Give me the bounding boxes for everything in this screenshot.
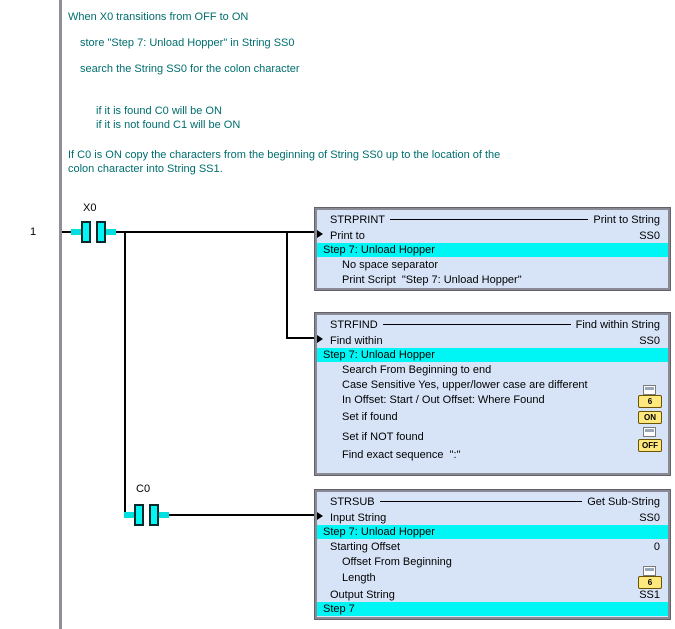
comment-line: If C0 is ON copy the characters from the…: [68, 149, 501, 161]
option-text: Set if NOT found: [342, 431, 424, 443]
strprint-instruction[interactable]: STRPRINT Print to String Print to SS0 St…: [314, 207, 671, 291]
wire-segment: [124, 514, 315, 516]
offset-value-bubble: 6: [638, 395, 662, 408]
wire-stub: [106, 229, 116, 235]
contact-bar: [81, 221, 91, 243]
value-bubble-icon: [643, 566, 656, 576]
c0-contact[interactable]: [124, 501, 169, 527]
wire-segment: [286, 231, 288, 339]
option-text: Length: [342, 572, 376, 584]
wire-stub: [71, 229, 81, 235]
wire-stub: [124, 512, 134, 518]
option-text: Set if found: [342, 411, 398, 423]
value-bubble-icon: [643, 385, 656, 395]
comment-line: When X0 transitions from OFF to ON: [68, 11, 249, 23]
string-preview-highlight: Step 7: Unload Hopper: [317, 243, 668, 257]
title-divider: [382, 324, 571, 325]
contact-gap: [91, 228, 96, 236]
c0-contact-label: C0: [136, 483, 151, 495]
strsub-instruction[interactable]: STRSUB Get Sub-String Input String SS0 S…: [314, 489, 671, 620]
instruction-name: STRPRINT: [330, 213, 385, 226]
rung-entry-arrow: [317, 230, 323, 238]
option-text: Find exact sequence ":": [342, 448, 461, 461]
comment-line: if it is not found C1 will be ON: [96, 119, 241, 131]
wire-segment: [124, 231, 126, 516]
string-preview-highlight: Step 7: Unload Hopper: [317, 525, 668, 539]
instruction-description: Get Sub-String: [587, 495, 660, 508]
param-value: SS0: [639, 511, 660, 524]
instruction-name: STRFIND: [330, 318, 378, 331]
contact-gap: [144, 511, 149, 519]
string-preview-highlight: Step 7: Unload Hopper: [317, 348, 668, 362]
title-divider: [390, 219, 589, 220]
wire-segment: [62, 231, 315, 233]
contact-bar: [149, 504, 159, 526]
value-bubble-icon: [643, 427, 656, 437]
param-label: Output String: [330, 588, 395, 601]
param-value: SS1: [639, 588, 660, 601]
status-bubble-on: ON: [638, 411, 662, 424]
contact-bar: [134, 504, 144, 526]
param-value: SS0: [639, 334, 660, 347]
length-value-bubble: 6: [638, 576, 662, 589]
param-value: SS0: [639, 229, 660, 242]
wire-stub: [159, 512, 169, 518]
option-text: In Offset: Start / Out Offset: Where Fou…: [342, 393, 545, 406]
param-label: Input String: [330, 511, 387, 524]
rung-entry-arrow: [317, 335, 323, 343]
comment-line: if it is found C0 will be ON: [96, 105, 222, 117]
title-divider: [379, 501, 583, 502]
x0-contact-label: X0: [83, 202, 97, 214]
option-text: Print Script "Step 7: Unload Hopper": [342, 273, 522, 286]
x0-contact[interactable]: [71, 218, 116, 244]
comment-line: store "Step 7: Unload Hopper" in String …: [80, 37, 295, 49]
strfind-instruction[interactable]: STRFIND Find within String Find within S…: [314, 312, 671, 476]
contact-bar: [96, 221, 106, 243]
param-label: Find within: [330, 334, 383, 347]
instruction-description: Find within String: [575, 318, 660, 331]
status-bubble-off: OFF: [638, 439, 662, 452]
option-text: Case Sensitive Yes, upper/lower case are…: [342, 378, 588, 391]
rung-number: 1: [30, 226, 37, 238]
instruction-name: STRSUB: [330, 495, 375, 508]
rung-entry-arrow: [317, 512, 323, 520]
option-text: No space separator: [342, 258, 438, 271]
comment-line: search the String SS0 for the colon char…: [80, 63, 300, 75]
param-value: 0: [653, 540, 660, 553]
string-result-highlight: Step 7: [317, 602, 668, 616]
comment-line: colon character into String SS1.: [68, 163, 223, 175]
power-rail: [59, 0, 62, 629]
param-label: Print to: [330, 229, 365, 242]
param-label: Starting Offset: [330, 540, 401, 553]
instruction-description: Print to String: [593, 213, 660, 226]
option-text: Search From Beginning to end: [342, 363, 492, 376]
option-text: Offset From Beginning: [342, 555, 452, 568]
wire-segment: [286, 337, 315, 339]
